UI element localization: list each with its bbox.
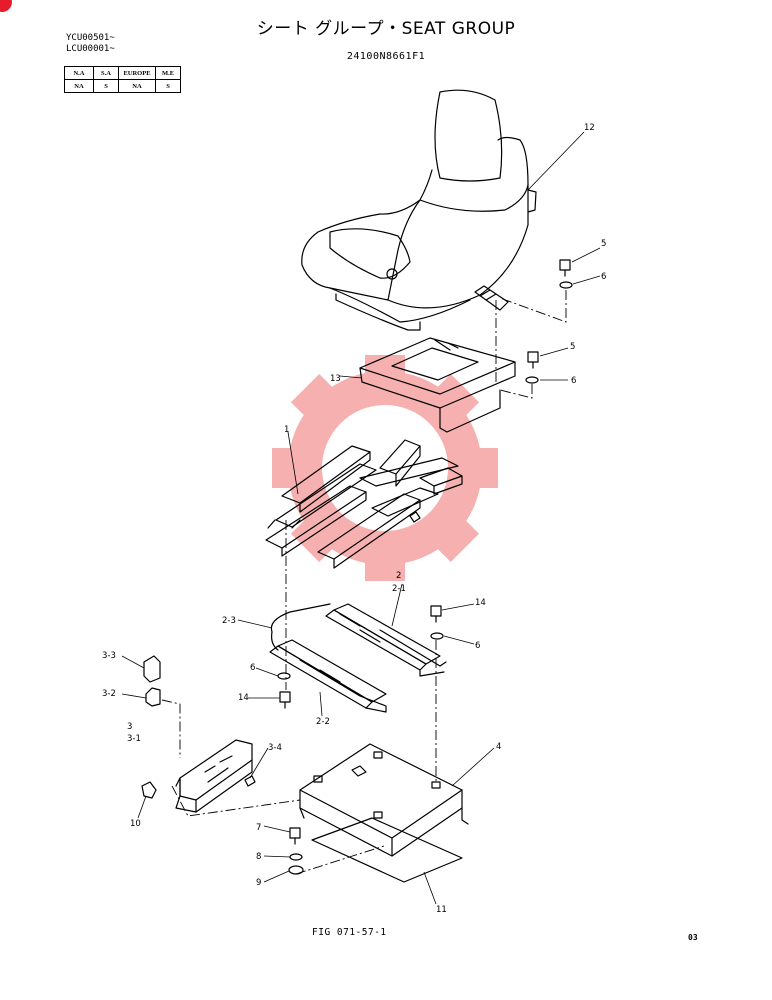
callout-3: 3 [127,722,132,732]
callout-3-2: 3-2 [102,689,116,699]
corner-mark [0,0,12,12]
bolt-14-left [279,691,291,709]
callout-5-middle: 5 [570,342,575,352]
watermark-gear [272,355,498,581]
figure-number: FIG 071-57-1 [312,927,387,938]
callout-14-left: 14 [238,693,249,703]
callout-3-1: 3-1 [127,734,141,744]
availability-table: N.A S.A EUROPE M.E NA S NA S [64,66,181,93]
bolt-7 [289,827,301,845]
washer-8 [289,853,303,861]
callout-6-middle: 6 [571,376,576,386]
adjust-rod-end [271,631,279,651]
seat-bracket [359,337,516,433]
callout-11: 11 [436,905,447,915]
callout-3-3: 3-3 [102,651,116,661]
availability-value-row: NA S NA S [64,79,181,93]
adjust-rod [270,603,331,633]
bolt-14-right [430,605,442,623]
callout-9: 9 [256,878,261,888]
callout-1: 1 [284,425,289,435]
callout-2: 2 [396,571,401,581]
callout-13: 13 [330,374,341,384]
bracket-3-2 [145,687,161,707]
callout-labels: 12 5 6 5 6 13 1 2 2-1 2-3 14 6 6 14 2-2 … [102,123,606,915]
base-mat [311,817,463,883]
callout-7: 7 [256,823,261,833]
callout-3-4: 3-4 [268,743,282,753]
slide-rail-right [325,603,447,677]
callout-6-left: 6 [250,663,255,673]
serial-range-2: LCU00001~ [66,44,115,54]
callout-2-2: 2-2 [316,717,330,727]
washer-6-upper [559,281,573,289]
part-number: 24100N8661F1 [346,51,426,62]
slide-frame-assembly [265,439,463,569]
callout-8: 8 [256,852,261,862]
bolt-10 [141,781,157,799]
base-box [299,743,469,857]
page-number: 03 [688,933,698,942]
callout-6-right: 6 [475,641,480,651]
bracket-3-3 [143,655,161,683]
callout-14-right: 14 [475,598,486,608]
callout-12: 12 [584,123,595,133]
washer-6-left [277,672,291,680]
slide-rail-left [269,639,387,713]
clip-3-4 [244,775,256,787]
avail-value-me: S [155,79,181,93]
bolt-5-upper [559,259,571,277]
washer-6-right [430,632,444,640]
washer-6-middle [525,376,539,384]
callout-4: 4 [496,742,501,752]
lever-plate [175,739,253,813]
callout-5-upper: 5 [601,239,606,249]
avail-header-me: M.E [155,66,181,80]
page-title: シート グループ・SEAT GROUP [256,19,516,39]
callout-10: 10 [130,819,141,829]
seat-assembly [301,89,537,331]
leader-lines [121,131,601,905]
serial-range-1: YCU00501~ [66,33,115,43]
assembly-centerlines [161,290,567,875]
callout-2-1: 2-1 [392,584,406,594]
callout-6-upper: 6 [601,272,606,282]
bolt-5-middle [527,351,539,369]
callout-2-3: 2-3 [222,616,236,626]
